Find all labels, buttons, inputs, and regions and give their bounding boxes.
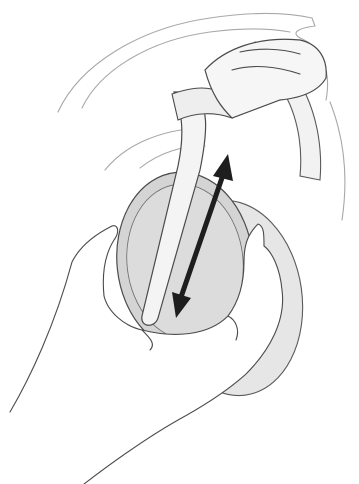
headphone-adjust-illustration (0, 0, 359, 484)
